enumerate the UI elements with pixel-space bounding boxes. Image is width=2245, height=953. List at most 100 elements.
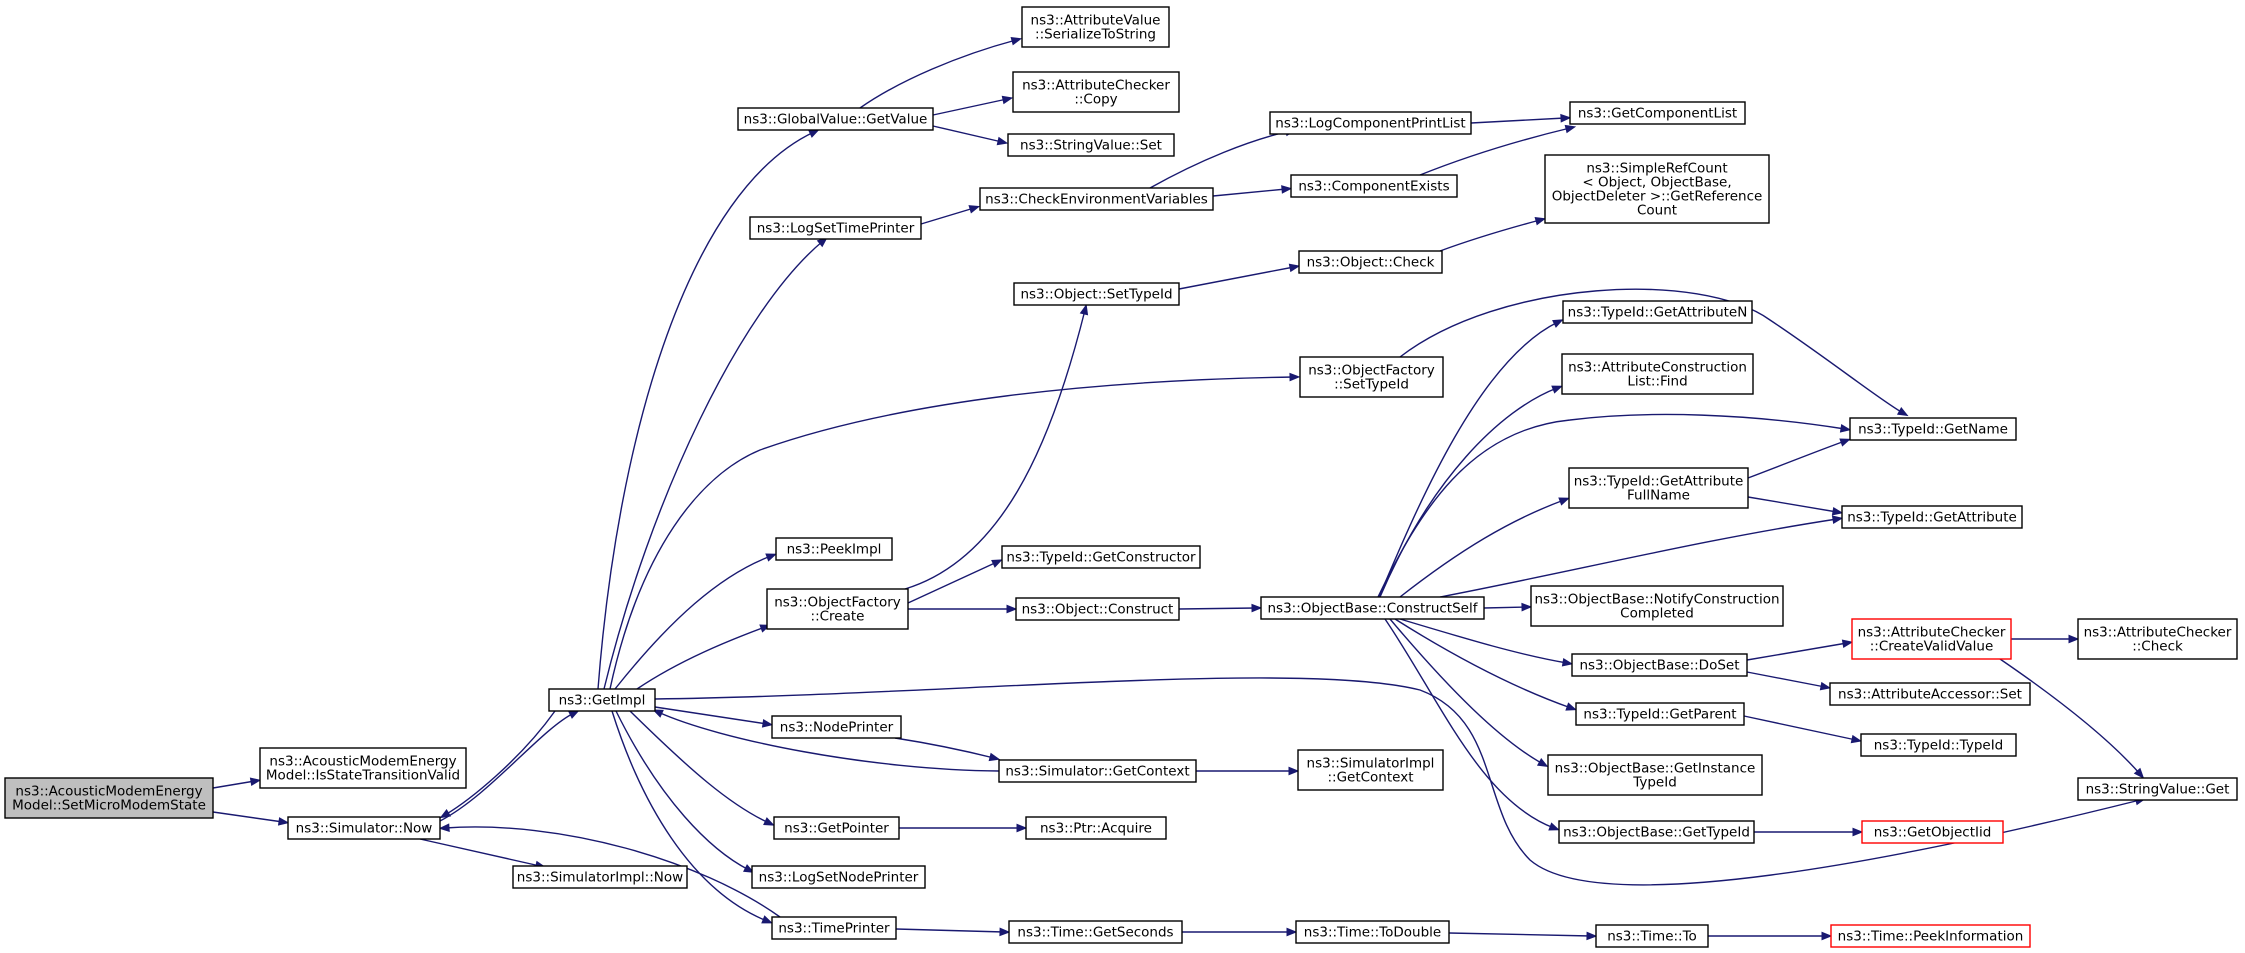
node-getpointer[interactable]: ns3::GetPointer <box>773 816 900 840</box>
node-ob-constructself[interactable]: ns3::ObjectBase::ConstructSelf <box>1260 596 1485 620</box>
arrowhead <box>439 808 452 819</box>
node-box <box>1544 154 1770 224</box>
node-getobjectiid[interactable]: ns3::GetObjectIid <box>1861 820 2004 844</box>
node-ac-createvalid[interactable]: ns3::AttributeChecker::CreateValidValue <box>1851 618 2012 660</box>
node-getcomplist[interactable]: ns3::GetComponentList <box>1569 101 1746 125</box>
node-time-todouble[interactable]: ns3::Time::ToDouble <box>1295 920 1450 944</box>
edge-line <box>1212 188 1287 197</box>
node-compexists[interactable]: ns3::ComponentExists <box>1290 174 1458 198</box>
node-label: < Object, ObjectBase, <box>1582 175 1731 191</box>
edge-ob_constructself-to-ob_doset <box>1399 618 1574 667</box>
node-simnow[interactable]: ns3::Simulator::Now <box>287 816 441 840</box>
node-objconstruct[interactable]: ns3::Object::Construct <box>1015 597 1180 621</box>
node-timeprinter[interactable]: ns3::TimePrinter <box>771 916 897 940</box>
node-tid-getname[interactable]: ns3::TypeId::GetName <box>1849 417 2017 441</box>
node-label: ns3::Object::Check <box>1307 255 1435 271</box>
node-logsettime[interactable]: ns3::LogSetTimePrinter <box>749 216 922 240</box>
arrowhead <box>1839 438 1851 447</box>
node-label: List::Find <box>1627 374 1687 390</box>
node-av-ser[interactable]: ns3::AttributeValue::SerializeToString <box>1021 6 1170 48</box>
node-label: ns3::TypeId::GetAttributeN <box>1568 305 1748 321</box>
node-istrans[interactable]: ns3::AcousticModemEnergyModel::IsStateTr… <box>259 747 467 789</box>
node-label: ns3::TypeId::GetName <box>1858 422 2008 438</box>
node-of-settypeid[interactable]: ns3::ObjectFactory::SetTypeId <box>1299 356 1444 398</box>
node-ob-doset[interactable]: ns3::ObjectBase::DoSet <box>1571 653 1748 677</box>
node-ptr-acquire[interactable]: ns3::Ptr::Acquire <box>1025 816 1167 840</box>
node-box <box>1299 356 1444 398</box>
node-aa-set[interactable]: ns3::AttributeAccessor::Set <box>1829 682 2031 706</box>
node-checkenv[interactable]: ns3::CheckEnvironmentVariables <box>979 187 1214 211</box>
edge-line <box>1746 671 1826 688</box>
node-gv-getvalue[interactable]: ns3::GlobalValue::GetValue <box>737 107 934 131</box>
node-tid-getctor[interactable]: ns3::TypeId::GetConstructor <box>1001 545 1201 569</box>
node-time-getsec[interactable]: ns3::Time::GetSeconds <box>1008 920 1183 944</box>
node-label: ::CreateValidValue <box>1870 639 1994 655</box>
edge-line <box>1399 499 1565 598</box>
node-peekimpl[interactable]: ns3::PeekImpl <box>775 537 893 561</box>
node-sim-getcontext[interactable]: ns3::Simulator::GetContext <box>998 759 1197 783</box>
arrowhead <box>1001 95 1014 105</box>
node-ac-copy[interactable]: ns3::AttributeChecker::Copy <box>1012 71 1180 113</box>
arrowhead <box>968 205 981 214</box>
edge-line <box>614 555 772 690</box>
edge-line <box>1379 387 1558 598</box>
node-label: ns3::Object::Construct <box>1022 602 1174 618</box>
arrowhead <box>765 553 777 562</box>
node-box <box>998 759 1197 783</box>
node-simimpl-getcontext[interactable]: ns3::SimulatorImpl::GetContext <box>1297 749 1444 791</box>
arrowhead <box>991 559 1003 568</box>
node-label: ns3::TypeId::GetConstructor <box>1006 550 1196 566</box>
node-tid-getparent[interactable]: ns3::TypeId::GetParent <box>1575 702 1745 726</box>
arrowhead <box>1079 303 1089 316</box>
arrowhead <box>1521 602 1533 612</box>
node-simplerefcount[interactable]: ns3::SimpleRefCount< Object, ObjectBase,… <box>1544 154 1770 224</box>
node-of-create[interactable]: ns3::ObjectFactory::Create <box>766 588 909 630</box>
node-tid-getattr[interactable]: ns3::TypeId::GetAttribute <box>1841 505 2023 529</box>
arrowhead <box>1831 506 1844 516</box>
arrowhead <box>1558 497 1570 506</box>
node-box <box>2077 618 2238 660</box>
edge-ob_gettypeid-to-getobjectiid <box>1754 827 1864 837</box>
arrowhead <box>249 777 262 787</box>
node-label: ns3::LogSetNodePrinter <box>759 870 919 886</box>
arrowhead <box>763 817 775 826</box>
edge-line <box>1439 518 1838 598</box>
node-label: ns3::CheckEnvironmentVariables <box>985 192 1208 208</box>
edge-tid_getattrfull-to-tid_getattr <box>1747 496 1844 516</box>
arrowhead <box>438 823 450 833</box>
node-tid-getattrn[interactable]: ns3::TypeId::GetAttributeN <box>1562 300 1753 324</box>
node-tid-typeid[interactable]: ns3::TypeId::TypeId <box>1860 733 2017 757</box>
node-sv-set[interactable]: ns3::StringValue::Set <box>1007 133 1175 157</box>
node-time-to[interactable]: ns3::Time::To <box>1595 924 1709 948</box>
edge-line <box>1999 658 2141 775</box>
edge-ob_constructself-to-ob_gettypeid <box>1384 618 1560 831</box>
node-root[interactable]: ns3::AcousticModemEnergyModel::SetMicroM… <box>4 777 214 819</box>
node-ob-notify[interactable]: ns3::ObjectBase::NotifyConstructionCompl… <box>1530 585 1784 627</box>
node-simimplnow[interactable]: ns3::SimulatorImpl::Now <box>512 865 688 889</box>
edge-line <box>1399 618 1568 664</box>
node-nodeprinter[interactable]: ns3::NodePrinter <box>771 715 902 739</box>
node-objcheck[interactable]: ns3::Object::Check <box>1298 250 1443 274</box>
edge-ob_doset-to-aa_set <box>1746 671 1832 691</box>
node-sv-get[interactable]: ns3::StringValue::Get <box>2077 777 2238 801</box>
node-getimpl[interactable]: ns3::GetImpl <box>548 688 656 712</box>
node-ac-check[interactable]: ns3::AttributeChecker::Check <box>2077 618 2238 660</box>
node-logsetnode[interactable]: ns3::LogSetNodePrinter <box>751 865 926 889</box>
edge-line <box>859 39 1017 109</box>
arrowhead <box>1551 385 1563 394</box>
edge-line <box>904 309 1086 590</box>
edge-line <box>1743 715 1857 741</box>
node-objsettypeid[interactable]: ns3::Object::SetTypeId <box>1013 282 1180 306</box>
node-time-peekinfo[interactable]: ns3::Time::PeekInformation <box>1830 924 2031 948</box>
node-ob-gettypeid[interactable]: ns3::ObjectBase::GetTypeId <box>1558 820 1755 844</box>
edge-tid_getparent-to-tid_typeid <box>1743 715 1863 744</box>
node-box <box>1297 749 1444 791</box>
node-label: ns3::Ptr::Acquire <box>1040 821 1152 837</box>
arrowhead <box>999 927 1011 937</box>
node-box <box>1562 300 1753 324</box>
edge-time_to-to-time_peekinfo <box>1708 931 1833 941</box>
node-logcomplist[interactable]: ns3::LogComponentPrintList <box>1269 111 1472 135</box>
